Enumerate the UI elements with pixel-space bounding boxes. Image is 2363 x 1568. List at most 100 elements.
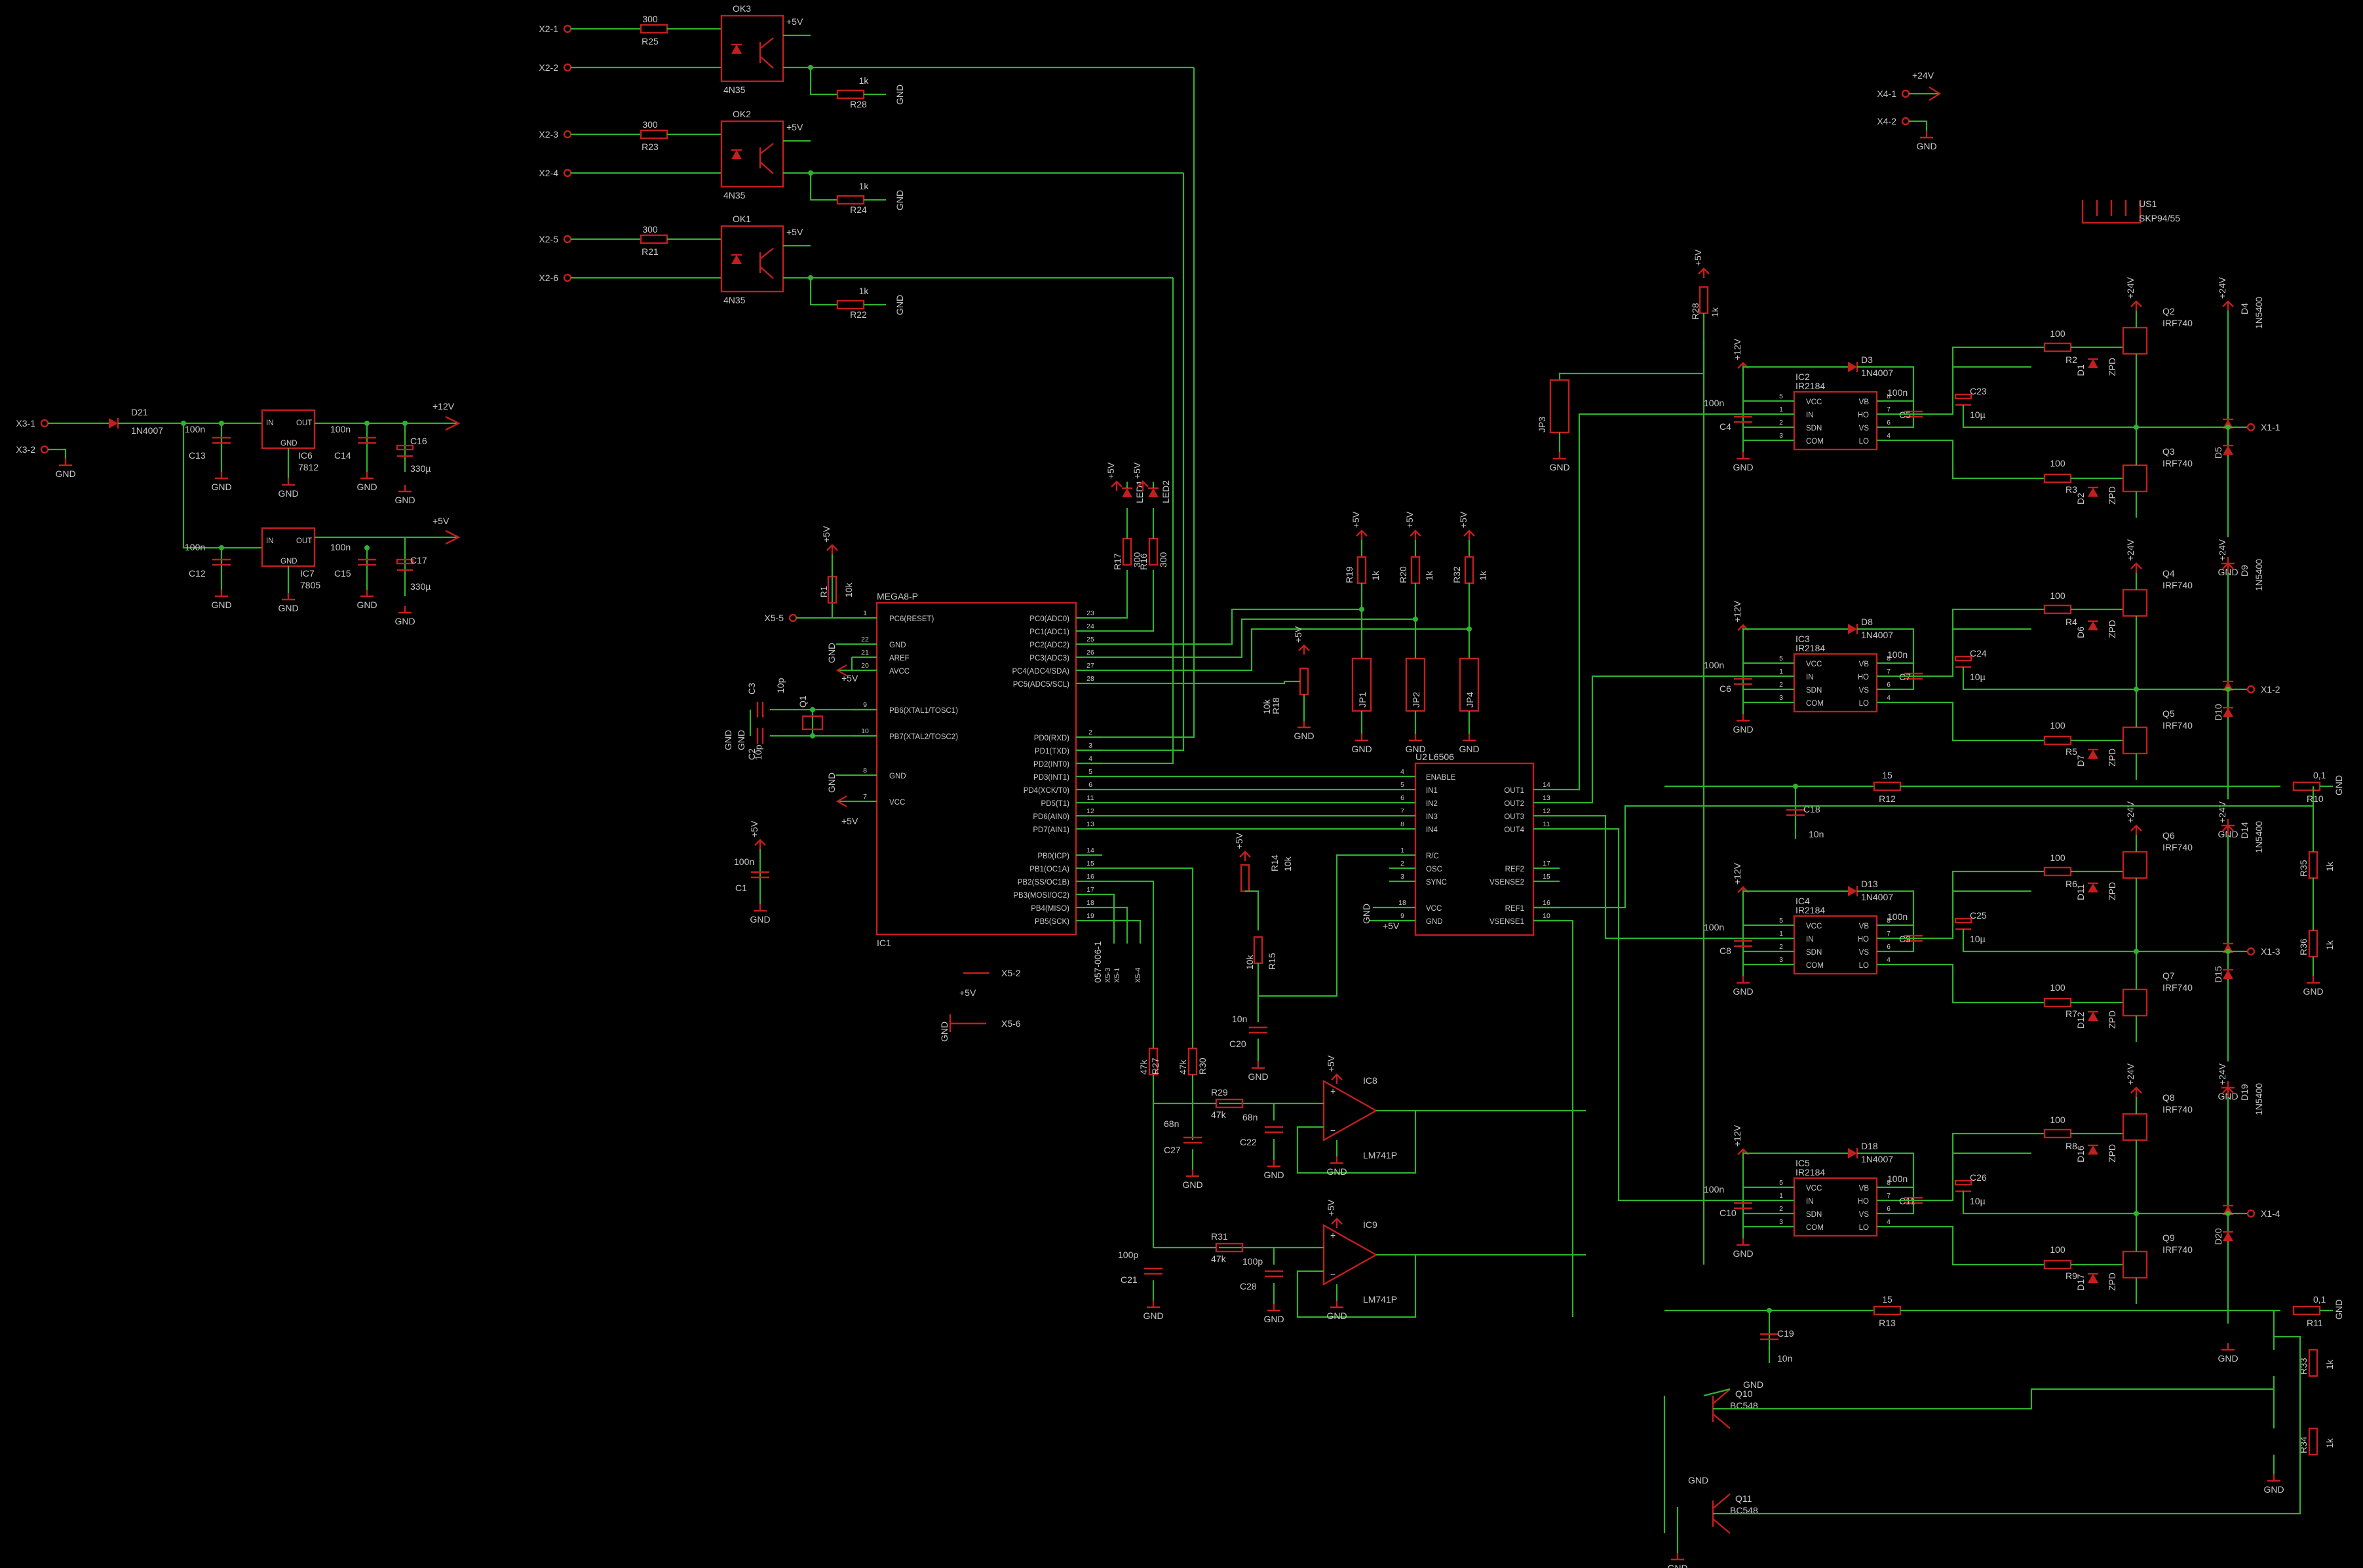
jumper-pullup-resistor <box>1410 556 1421 584</box>
gnd-label: GND <box>211 482 231 492</box>
wire <box>1857 366 1915 402</box>
isp-pin: X5-1 <box>1113 968 1121 983</box>
supply-arrow <box>1111 480 1123 488</box>
resistor-ref: R11 <box>2307 1318 2323 1328</box>
cap-ref: C14 <box>334 450 351 461</box>
bootstrap-diode <box>1848 1148 1857 1158</box>
bridge-output-connector[interactable] <box>2246 685 2256 694</box>
connector-label: X5-6 <box>1001 1018 1021 1029</box>
wire <box>1742 925 1769 966</box>
opamp-symbol <box>1322 1079 1378 1142</box>
pin-number: 5 <box>1400 781 1404 789</box>
gnd-label: GND <box>211 600 231 610</box>
gate-resistor <box>2043 342 2072 353</box>
heatsink-value: SKP94/55 <box>2139 213 2180 223</box>
gnd-label: GND <box>894 85 905 105</box>
wire <box>1560 814 1769 940</box>
power-input-connector[interactable] <box>40 445 49 454</box>
resistor-value: 1k <box>859 181 870 191</box>
optocoupler-ref: OK3 <box>733 3 751 14</box>
cap-value: 100n <box>1887 911 1908 922</box>
pin-number: 7 <box>1887 930 1891 938</box>
resistor-value: 15 <box>1882 1294 1892 1305</box>
pin-name: COM <box>1806 962 1824 970</box>
reset-connector[interactable] <box>788 613 797 622</box>
pin-number: 3 <box>1088 742 1092 750</box>
opto-input-connector[interactable] <box>563 63 572 72</box>
pin-name: IN <box>1806 936 1814 944</box>
ir2184-driver <box>1793 1177 1878 1237</box>
resistor-value: 300 <box>1158 552 1168 567</box>
opto-input-connector[interactable] <box>563 235 572 244</box>
opto-input-connector[interactable] <box>563 130 572 139</box>
resistor-ref: R14 <box>1269 854 1280 871</box>
pin-number: 7 <box>1887 406 1891 413</box>
gnd-label: GND <box>894 295 905 315</box>
resistor-value: 1k <box>2324 1359 2335 1369</box>
pin-number: 24 <box>1086 622 1094 630</box>
wire <box>1742 663 1769 704</box>
cap-value: 10p <box>775 678 786 693</box>
power-input-connector[interactable] <box>1901 89 1910 98</box>
supply-arrow <box>1698 267 1710 275</box>
pin-number: 5 <box>1088 768 1092 776</box>
current-sense-resistor <box>1873 781 1902 792</box>
diode-ref: D9 <box>2239 565 2250 577</box>
opto-transistor-icon <box>759 143 774 155</box>
pin-number: 4 <box>1887 1218 1891 1226</box>
pin-name: PD2(INT0) <box>1033 761 1069 769</box>
opto-input-connector[interactable] <box>563 273 572 282</box>
diode-value: 1N4007 <box>1861 630 1893 640</box>
pin-name: HO <box>1858 1198 1869 1206</box>
supply-label: +5V <box>821 526 832 543</box>
gnd-label: GND <box>1351 744 1372 754</box>
pin-name: IN <box>1806 1198 1814 1206</box>
wire <box>1076 173 1185 752</box>
cap-ref: C8 <box>1719 946 1731 956</box>
opto-input-connector[interactable] <box>563 24 572 33</box>
bridge-output-connector[interactable] <box>2246 423 2256 432</box>
pin-number: 25 <box>1086 636 1094 643</box>
supply-arrow <box>445 415 461 431</box>
junction-dot <box>402 421 408 426</box>
wire <box>1962 667 2136 691</box>
gnd-label: GND <box>1733 1248 1753 1259</box>
pin-label: GND <box>280 558 298 565</box>
supply-label: +5V <box>1105 462 1116 479</box>
pin-number: 9 <box>1400 912 1404 920</box>
supply-arrow <box>826 544 838 551</box>
mosfet-type: IRF740 <box>2162 1104 2193 1115</box>
resistor-ref: R30 <box>1197 1058 1208 1075</box>
power-input-connector[interactable] <box>1901 117 1910 126</box>
gnd-label: GND <box>1549 462 1569 472</box>
resistor-value: 47k <box>1178 1059 1188 1075</box>
junction-dot <box>1413 617 1418 622</box>
led-icon <box>1122 488 1132 497</box>
mosfet-type: IRF740 <box>2162 318 2193 328</box>
ic-value: 7812 <box>298 462 318 472</box>
feedback-divider-resistor <box>2308 929 2318 958</box>
opto-input-connector[interactable] <box>563 168 572 178</box>
gnd-label: GND <box>723 730 733 750</box>
mosfet-type: IRF740 <box>2162 1244 2193 1255</box>
bridge-output-connector[interactable] <box>2246 947 2256 956</box>
isp-header-ref: 057-006-1 <box>1092 941 1103 983</box>
cap-ref: C22 <box>1240 1137 1257 1147</box>
connector-label: X2-3 <box>539 129 558 140</box>
pin-name: IN4 <box>1426 826 1438 834</box>
pin-number: 8 <box>1400 820 1404 828</box>
cap-value: 100n <box>734 856 754 867</box>
pin-name: PB6(XTAL1/TOSC1) <box>889 707 958 715</box>
pin-number: 7 <box>1887 668 1891 676</box>
connector-label: X2-4 <box>539 168 558 178</box>
pin-name: VS <box>1859 687 1870 695</box>
freewheel-diode <box>2223 944 2233 953</box>
resistor-ref: R5 <box>2065 746 2077 757</box>
wire <box>1900 870 2045 940</box>
supply-label: +12V <box>1732 338 1742 360</box>
wire <box>783 66 837 96</box>
power-input-connector[interactable] <box>40 419 49 428</box>
pin-number: 8 <box>1887 1179 1891 1187</box>
pin-number: 1 <box>863 609 867 617</box>
bridge-output-connector[interactable] <box>2246 1209 2256 1218</box>
